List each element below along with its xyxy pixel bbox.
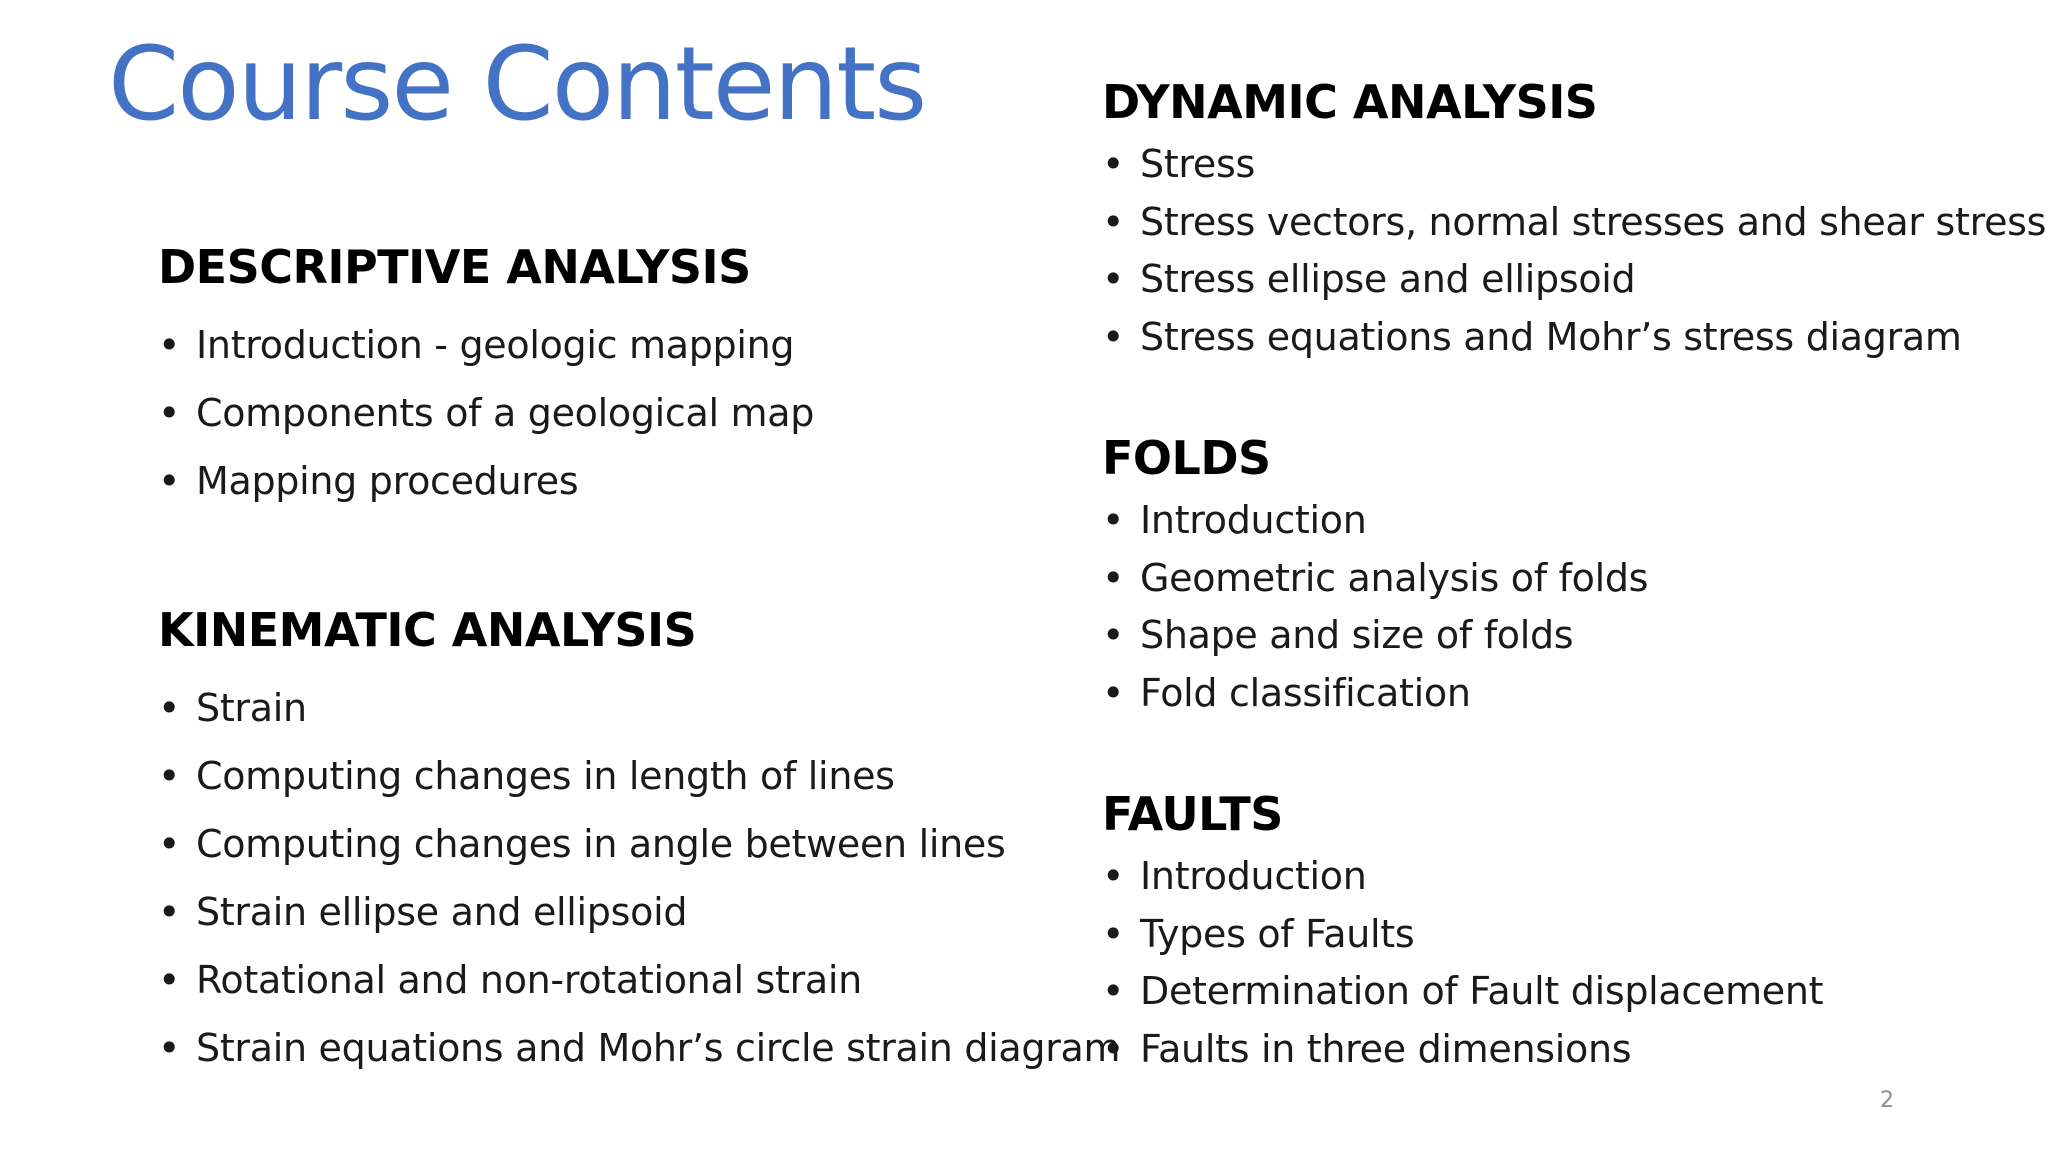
bullet-icon: • [1102,498,1125,542]
section-folds: FOLDS • Introduction • Geometric analysis … [1102,428,1648,722]
list-item-text: Fold classification [1140,670,1471,715]
section-dynamic-analysis: DYNAMIC ANALYSIS • Stress • Stress vectors… [1102,72,2048,366]
section-heading: FAULTS [1102,787,1283,841]
list-item: • Computing changes in length of lines [158,742,1120,810]
list-item-text: Computing changes in angle between lines [196,822,1006,866]
bullet-list: • Introduction • Geometric analysis of fol… [1102,492,1648,722]
section-heading: KINEMATIC ANALYSIS [158,603,697,657]
list-item-text: Introduction [1140,498,1367,542]
bullet-icon: • [158,323,181,367]
bullet-list: • Stress • Stress vectors, normal stresses… [1102,136,2048,366]
section-heading: DYNAMIC ANALYSIS [1102,75,1598,129]
list-item: • Stress equations and Mohr’s stress diag… [1102,309,2048,367]
list-item-text: Strain [196,686,307,730]
bullet-icon: • [158,391,181,435]
bullet-icon: • [158,686,181,730]
list-item: • Strain ellipse and ellipsoid [158,878,1120,946]
list-item-text: Types of Faults [1140,911,1415,956]
section-kinematic-analysis: KINEMATIC ANALYSIS • Strain • Computing ch… [158,600,1121,1082]
list-item: • Stress vectors, normal stresses and she… [1102,194,2048,252]
list-item: • Fold classification [1102,665,1648,723]
bullet-icon: • [158,1026,181,1070]
bullet-icon: • [158,958,181,1002]
bullet-icon: • [1102,1026,1125,1071]
bullet-icon: • [1102,199,1125,244]
list-item-text: Mapping procedures [196,459,579,503]
section-heading: FOLDS [1102,431,1271,485]
list-item-text: Stress vectors, normal stresses and shea… [1140,199,2048,244]
list-item-text: Geometric analysis of folds [1140,555,1649,600]
list-item-text: Introduction [1140,854,1367,898]
list-item-text: Components of a geological map [196,391,815,435]
bullet-list: • Introduction • Types of Faults • Determin… [1102,848,1824,1079]
bullet-icon: • [158,459,181,503]
list-item: • Introduction - geologic mapping [158,311,814,379]
bullet-icon: • [158,822,181,866]
section-faults: FAULTS • Introduction • Types of Faults • D… [1102,784,1824,1079]
bullet-icon: • [1102,142,1125,186]
section-heading: DESCRIPTIVE ANALYSIS [158,240,751,294]
bullet-icon: • [158,754,181,798]
list-item: • Computing changes in angle between line… [158,810,1120,878]
bullet-icon: • [1102,969,1125,1013]
bullet-icon: • [1102,670,1125,715]
list-item-text: Computing changes in length of lines [196,754,895,798]
list-item: • Shape and size of folds [1102,607,1648,665]
list-item-text: Stress [1140,142,1255,186]
list-item: • Stress [1102,136,2048,194]
list-item: • Stress ellipse and ellipsoid [1102,251,2048,309]
list-item: • Introduction [1102,848,1823,906]
list-item: • Introduction [1102,492,1648,550]
slide-title: Course Contents [108,25,927,144]
list-item: • Strain [158,674,1120,742]
list-item: • Strain equations and Mohr’s circle stra… [158,1014,1121,1082]
list-item: • Components of a geological map [158,379,814,447]
bullet-icon: • [1102,555,1125,600]
list-item-text: Introduction - geologic mapping [196,323,795,367]
bullet-icon: • [1102,854,1125,898]
bullet-icon: • [1102,613,1125,657]
bullet-icon: • [1102,257,1125,301]
list-item: • Determination of Fault displacement [1102,963,1824,1021]
bullet-icon: • [1102,911,1125,956]
bullet-icon: • [158,890,181,934]
list-item: • Rotational and non-rotational strain [158,946,1120,1014]
list-item: • Types of Faults [1102,906,1823,964]
list-item-text: Rotational and non-rotational strain [196,958,862,1002]
list-item-text: Stress ellipse and ellipsoid [1140,257,1636,301]
list-item-text: Strain ellipse and ellipsoid [196,890,688,934]
bullet-icon: • [1102,314,1125,359]
list-item-text: Strain equations and Mohr’s circle strai… [196,1026,1121,1070]
list-item-text: Determination of Fault displacement [1140,969,1824,1013]
page-number: 2 [1880,1088,1894,1113]
list-item: • Mapping procedures [158,447,814,515]
bullet-list: • Strain • Computing changes in length of … [158,674,1121,1082]
list-item-text: Stress equations and Mohr’s stress diagr… [1140,314,1962,359]
list-item-text: Faults in three dimensions [1140,1026,1632,1071]
list-item-text: Shape and size of folds [1140,613,1574,657]
list-item: • Geometric analysis of folds [1102,550,1648,608]
section-descriptive-analysis: DESCRIPTIVE ANALYSIS • Introduction - geo… [158,237,814,515]
bullet-list: • Introduction - geologic mapping • Compon… [158,311,814,515]
list-item: • Faults in three dimensions [1102,1021,1823,1079]
